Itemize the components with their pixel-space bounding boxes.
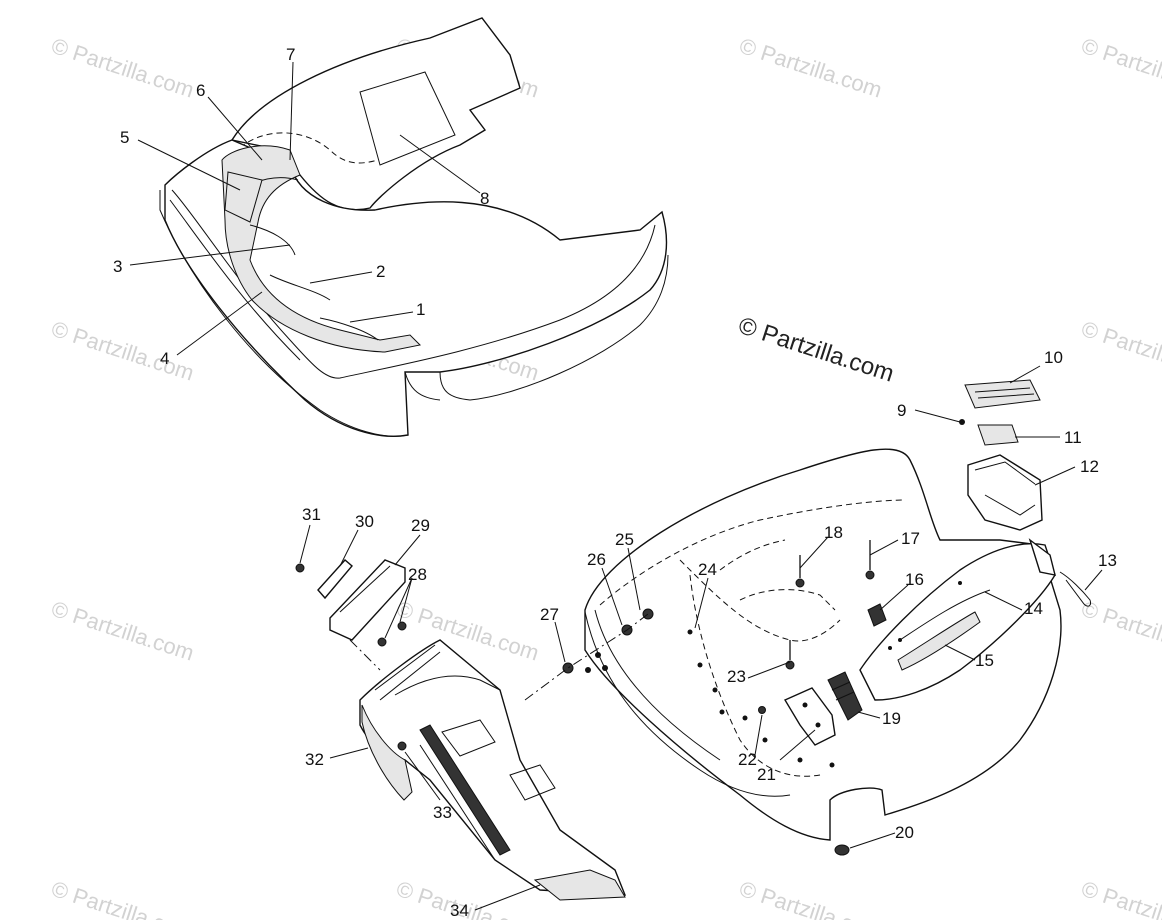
callout-3: 3 [113,257,122,276]
watermark-main: © Partzilla.com [735,312,897,388]
callout-1: 1 [416,300,425,319]
callout-9: 9 [897,401,906,420]
watermark: © Partzilla.com [1078,33,1162,103]
watermark: © Partzilla.com [1078,596,1162,666]
watermark: © Partzilla.com [1078,316,1162,386]
callout-13: 13 [1098,551,1117,570]
battery-box-assembly [959,379,1091,607]
callout-21: 21 [757,765,776,784]
watermark: © Partzilla.com [736,33,885,103]
callout-6: 6 [196,81,205,100]
callout-8: 8 [480,189,489,208]
callout-34: 34 [450,901,469,920]
callout-17: 17 [901,529,920,548]
callout-19: 19 [882,709,901,728]
callout-16: 16 [905,570,924,589]
callout-7: 7 [286,45,295,64]
lower-hood-assembly [524,448,1062,856]
callout-23: 23 [727,667,746,686]
callout-20: 20 [895,823,914,842]
callout-15: 15 [975,651,994,670]
callout-25: 25 [615,530,634,549]
front-console-assembly [295,559,627,901]
callout-27: 27 [540,605,559,624]
callout-2: 2 [376,262,385,281]
callout-33: 33 [433,803,452,822]
callout-26: 26 [587,550,606,569]
callout-32: 32 [305,750,324,769]
callout-5: 5 [120,128,129,147]
watermark: © Partzilla.com [48,316,197,386]
callout-22: 22 [738,750,757,769]
callout-18: 18 [824,523,843,542]
watermark: © Partzilla.com [48,33,197,103]
callout-28: 28 [408,565,427,584]
callout-11: 11 [1064,428,1082,447]
watermark: © Partzilla.com [736,876,885,920]
callout-4: 4 [160,349,169,368]
callout-29: 29 [411,516,430,535]
watermark: © Partzilla.com [48,876,197,920]
callout-14: 14 [1024,599,1043,618]
callout-24: 24 [698,560,717,579]
callout-12: 12 [1080,457,1099,476]
watermark: © Partzilla.com [1078,876,1162,920]
callout-10: 10 [1044,348,1063,367]
callout-31: 31 [302,505,321,524]
callout-30: 30 [355,512,374,531]
callout-labels: 1 2 3 4 5 6 7 8 9 10 11 12 13 14 15 16 1… [113,45,1117,920]
upper-hood-assembly [159,17,669,437]
leader-lines [129,61,1103,911]
watermark: © Partzilla.com [48,596,197,666]
